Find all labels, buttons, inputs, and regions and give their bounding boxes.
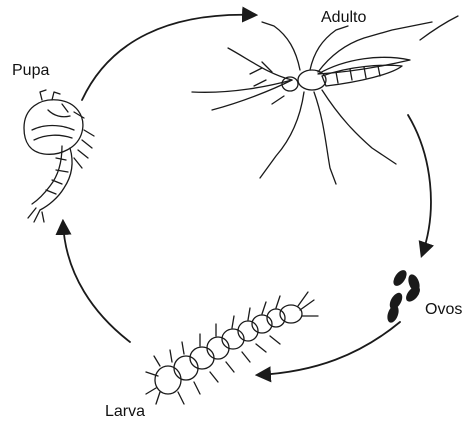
label-pupa: Pupa bbox=[12, 62, 49, 79]
eggs-icon bbox=[385, 268, 422, 324]
arrow-larva-to-pupa bbox=[63, 222, 130, 342]
mosquito-icon bbox=[192, 16, 458, 184]
label-adult: Adulto bbox=[321, 9, 366, 26]
arrow-eggs-to-larva bbox=[258, 322, 400, 375]
arrow-adult-to-eggs bbox=[408, 115, 431, 255]
pupa-icon bbox=[24, 90, 94, 222]
larva-icon bbox=[146, 292, 318, 404]
arrow-pupa-to-adult bbox=[82, 15, 255, 100]
label-eggs: Ovos bbox=[425, 301, 462, 318]
label-larva: Larva bbox=[105, 403, 145, 420]
